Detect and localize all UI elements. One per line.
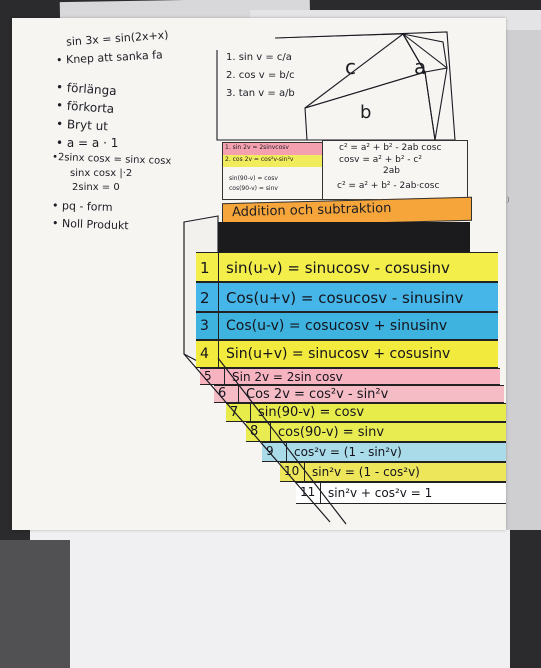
formula-row-separator <box>304 463 305 481</box>
formula-row: 10 sin²v = (1 - cos²v) <box>280 462 506 482</box>
formula-text: sin(90-v) = cosv <box>258 405 365 420</box>
note-line: • Noll Produkt <box>51 216 129 233</box>
trig-def-line: 3. tan v = a/b <box>226 88 295 99</box>
formula-row-separator <box>218 283 219 311</box>
cosine-law-line: cosv = a² + b² - c² <box>339 155 422 165</box>
triangle-label-b: b <box>360 102 372 123</box>
cosine-law-line: 2ab <box>383 166 400 176</box>
formula-row-number: 3 <box>200 318 209 334</box>
note-line: • Bryt ut <box>55 116 109 134</box>
formula-row-number: 8 <box>250 424 259 439</box>
formula-row-separator <box>218 341 219 367</box>
triangle-side-face <box>402 33 448 141</box>
formula-text: Cos 2v = cos²v - sin²v <box>246 386 389 402</box>
triangle-label-c: c <box>345 55 356 79</box>
triangle-right-face <box>401 33 448 73</box>
formula-row: 5 Sin 2v = 2sin cosv <box>200 368 500 385</box>
formula-row-number: 11 <box>300 485 316 499</box>
cosine-law-line: c² = a² + b² - 2ab·cosc <box>337 181 440 191</box>
triangle-label-a: a <box>414 55 427 79</box>
formula-row-separator <box>238 386 239 402</box>
formula-row: 1 sin(u-v) = sinucosv - cosusinv <box>196 252 498 282</box>
mini-table-line: cos(90-v) = sinv <box>229 185 278 192</box>
formula-text: Cos(u+v) = cosucosv - sinusinv <box>226 288 464 307</box>
mini-table-line: sin(90-v) = cosv <box>229 175 278 182</box>
mini-table-row-pink <box>223 143 323 155</box>
background-paper-bottom <box>30 520 510 668</box>
formula-row-number: 6 <box>218 386 227 401</box>
mini-table-line: 1. sin 2v = 2sinvcosv <box>225 144 289 151</box>
formula-row-separator <box>320 483 321 503</box>
formula-row: 4 Sin(u+v) = sinucosv + cosusinv <box>196 340 498 368</box>
note-line: • pq - form <box>51 198 113 215</box>
background-paper-right-edge <box>505 30 541 530</box>
note-line: sinx cosx |·2 <box>70 168 133 179</box>
background-paper-bottom-shadow <box>0 540 70 668</box>
formula-text: cos²v = (1 - sin²v) <box>294 445 402 459</box>
formula-row-separator <box>250 404 251 421</box>
formula-row-number: 1 <box>200 259 210 277</box>
box-outline <box>216 31 456 141</box>
formula-row-separator <box>218 313 219 339</box>
table-black-band <box>194 222 470 252</box>
formula-row-number: 5 <box>204 369 212 383</box>
formula-row: 3 Cos(u-v) = cosucosv + sinusinv <box>196 312 498 340</box>
triangle-diagram <box>216 31 456 141</box>
formula-text: Sin 2v = 2sin cosv <box>232 369 343 384</box>
box-diagonal <box>274 33 404 39</box>
formula-text: sin²v = (1 - cos²v) <box>312 465 420 479</box>
cosine-law-box: c² = a² + b² - 2ab cosc cosv = a² + b² -… <box>322 140 468 200</box>
formula-text: Sin(u+v) = sinucosv + cosusinv <box>226 346 451 362</box>
formula-row-number: 9 <box>266 444 274 458</box>
triangle-shape <box>304 33 426 109</box>
formula-row-separator <box>218 253 219 281</box>
trig-def-line: 2. cos v = b/c <box>226 70 295 81</box>
formula-row: 9 cos²v = (1 - sin²v) <box>262 442 506 462</box>
note-line: • a = a · 1 <box>56 136 119 150</box>
formula-row-separator <box>270 423 271 441</box>
formula-row-separator <box>224 369 225 384</box>
note-line: 2sinx = 0 <box>72 182 120 193</box>
mini-table-row-yellow <box>223 155 323 167</box>
formula-row-number: 4 <box>200 346 209 362</box>
trig-def-line: 1. sin v = c/a <box>226 52 292 63</box>
formula-row-separator <box>286 443 287 461</box>
table-slant-edge <box>183 353 347 525</box>
cosine-law-line: c² = a² + b² - 2ab cosc <box>339 143 442 153</box>
formula-row: 11 sin²v + cos²v = 1 <box>296 482 506 504</box>
formula-text: sin²v + cos²v = 1 <box>328 486 433 500</box>
formula-text: cos(90-v) = sinv <box>278 424 385 440</box>
mini-table: 1. sin 2v = 2sinvcosv 2. cos 2v = cos²v-… <box>222 142 324 200</box>
mini-table-line: 2. cos 2v = cos²v-sin²v <box>225 156 294 163</box>
formula-row: 6 Cos 2v = cos²v - sin²v <box>214 385 504 403</box>
formula-row-number: 10 <box>284 464 300 478</box>
formula-row: 2 Cos(u+v) = cosucosv - sinusinv <box>196 282 498 312</box>
formula-row-number: 2 <box>200 289 210 307</box>
formula-text: Cos(u-v) = cosucosv + sinusinv <box>226 318 448 334</box>
formula-text: sin(u-v) = sinucosv - cosusinv <box>226 258 450 277</box>
formula-row: 8 cos(90-v) = sinv <box>246 422 506 442</box>
